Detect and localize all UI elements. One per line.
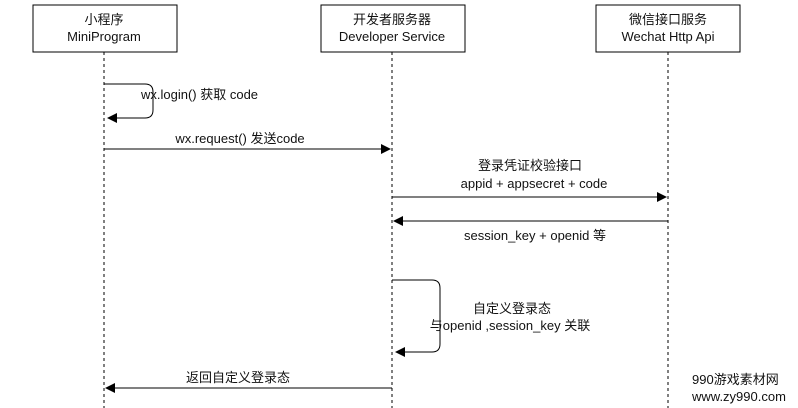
message-label-line-1: 自定义登录态 xyxy=(473,301,551,316)
message-return-login-state: 返回自定义登录态 xyxy=(105,370,392,393)
message-label-line-2: appid + appsecret + code xyxy=(461,176,608,191)
participant-name-cn: 微信接口服务 xyxy=(629,12,707,27)
participant-wechat-http-api: 微信接口服务 Wechat Http Api xyxy=(595,4,741,53)
message-label: session_key + openid 等 xyxy=(464,228,606,243)
message-code2session-request: 登录凭证校验接口 appid + appsecret + code xyxy=(392,158,667,202)
message-label-line-2: 与openid ,session_key 关联 xyxy=(430,318,590,333)
participant-name-cn: 开发者服务器 xyxy=(353,12,431,27)
self-call-arrow xyxy=(104,83,154,123)
message-label: 返回自定义登录态 xyxy=(186,370,290,385)
message-session-key-response: session_key + openid 等 xyxy=(393,216,668,243)
participant-miniprogram: 小程序 MiniProgram xyxy=(32,4,178,53)
participant-box xyxy=(320,4,466,53)
watermark-line-2: www.zy990.com xyxy=(691,389,786,404)
self-call-arrow xyxy=(392,279,441,357)
message-label: wx.login() 获取 code xyxy=(140,87,258,102)
participant-box xyxy=(32,4,178,53)
message-custom-login-state: 自定义登录态 与openid ,session_key 关联 xyxy=(392,279,590,357)
participant-name-cn: 小程序 xyxy=(84,12,123,27)
participant-box xyxy=(595,4,741,53)
participant-name-en: MiniProgram xyxy=(67,29,141,44)
participant-name-en: Wechat Http Api xyxy=(622,29,715,44)
lifelines xyxy=(103,52,669,408)
message-wx-request: wx.request() 发送code xyxy=(104,131,391,154)
participant-name-en: Developer Service xyxy=(339,29,445,44)
watermark: 990游戏素材网 www.zy990.com xyxy=(691,372,786,404)
message-label-line-1: 登录凭证校验接口 xyxy=(478,158,582,173)
watermark-line-1: 990游戏素材网 xyxy=(692,372,779,387)
message-wx-login: wx.login() 获取 code xyxy=(104,83,258,123)
participant-developer-service: 开发者服务器 Developer Service xyxy=(320,4,466,53)
message-label: wx.request() 发送code xyxy=(174,131,304,146)
